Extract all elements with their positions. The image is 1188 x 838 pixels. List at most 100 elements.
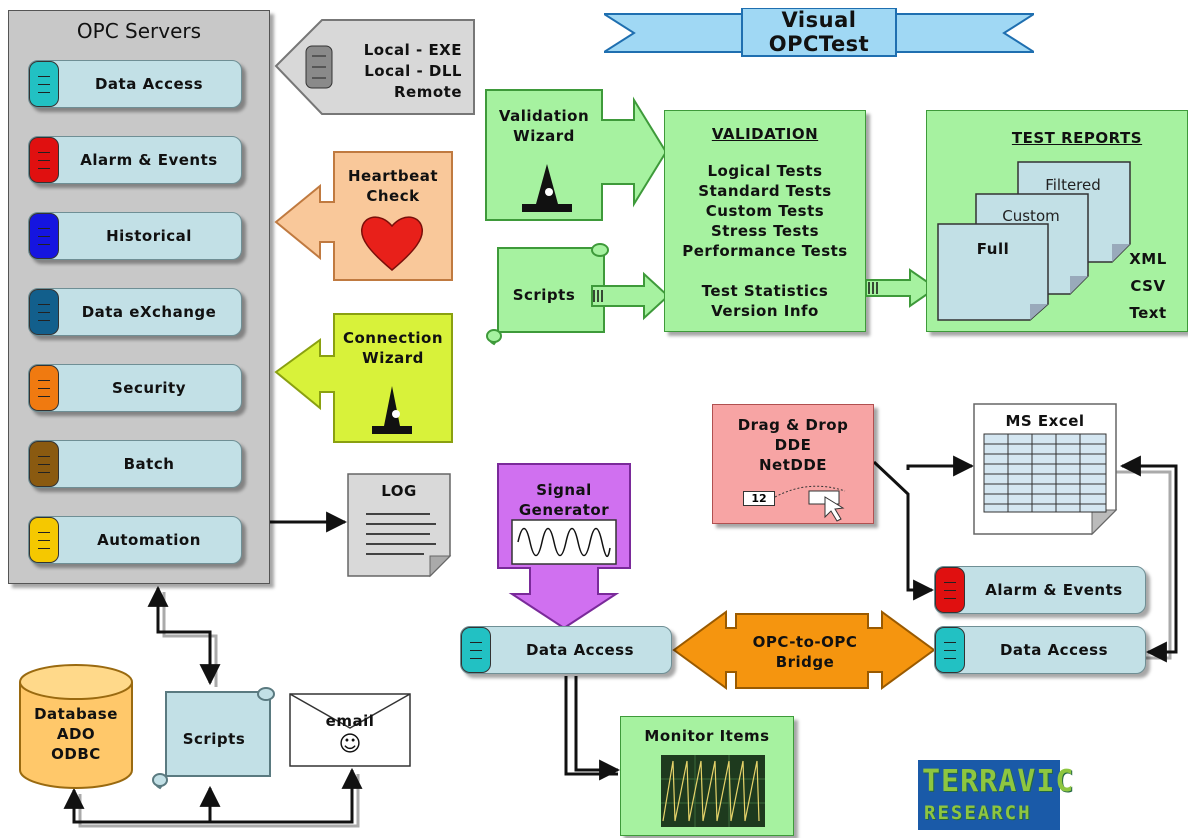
bridge-line1: OPC-to-OPC	[752, 633, 858, 651]
validation-extra: Test Statistics	[701, 282, 829, 300]
ms-excel-label: MS Excel	[1005, 412, 1085, 430]
alarm-events-right-label: Alarm & Events	[985, 581, 1123, 599]
dragdrop-line3: NetDDE	[758, 456, 828, 474]
format-xml: XML	[1129, 250, 1167, 268]
report-filtered: Filtered	[1045, 176, 1101, 194]
server-cap-icon	[29, 213, 59, 259]
smiley-icon: ☺	[338, 732, 362, 757]
ms-excel-document[interactable]	[972, 402, 1122, 536]
log-document[interactable]	[346, 472, 456, 578]
scripts-bottom-scroll[interactable]	[148, 684, 276, 792]
validation-extra: Version Info	[711, 302, 819, 320]
data-access-left-pill[interactable]: Data Access	[460, 626, 672, 674]
report-pages	[937, 161, 1131, 321]
monitor-items-box[interactable]: Monitor Items	[620, 716, 794, 836]
server-item-label: Automation	[97, 531, 201, 549]
logo-line2: RESEARCH	[924, 802, 1032, 824]
validation-wizard-box[interactable]	[484, 88, 668, 224]
dde-to-alarm-arrow	[872, 460, 935, 601]
server-cap-icon	[29, 289, 59, 335]
validation-test: Custom Tests	[705, 202, 825, 220]
server-cap-icon	[29, 365, 59, 411]
drag-drop-box[interactable]: Drag & Drop DDE NetDDE 12	[712, 404, 874, 524]
server-item-label: Alarm & Events	[80, 151, 218, 169]
locality-arrow	[274, 19, 475, 115]
validation-wizard-label: Validation Wizard	[486, 106, 602, 146]
report-formats: XML CSV Text	[1120, 246, 1176, 327]
monitor-items-label: Monitor Items	[644, 727, 770, 745]
dragdrop-line2: DDE	[774, 436, 812, 454]
connection-wizard-box[interactable]	[272, 312, 456, 446]
server-item-security[interactable]: Security	[28, 364, 242, 412]
heartbeat-box[interactable]	[272, 150, 456, 284]
server-item-data-exchange[interactable]: Data eXchange	[28, 288, 242, 336]
data-access-right-pill[interactable]: Data Access	[934, 626, 1146, 674]
server-item-label: Security	[111, 379, 187, 397]
validation-wizard-line1: Validation	[498, 107, 590, 125]
heartbeat-line2: Check	[366, 187, 420, 205]
panel-heading: OPC Servers	[76, 19, 202, 43]
validation-test: Performance Tests	[682, 242, 848, 260]
opc-bridge-label: OPC-to-OPC Bridge	[740, 632, 870, 672]
validation-test: Standard Tests	[698, 182, 832, 200]
format-text: Text	[1129, 304, 1167, 322]
alarm-events-right-pill[interactable]: Alarm & Events	[934, 566, 1146, 614]
server-item-data-access[interactable]: Data Access	[28, 60, 242, 108]
server-item-automation[interactable]: Automation	[28, 516, 242, 564]
report-full: Full	[976, 240, 1010, 258]
server-item-batch[interactable]: Batch	[28, 440, 242, 488]
database-line3: ODBC	[51, 745, 101, 763]
format-csv: CSV	[1130, 277, 1166, 295]
report-custom: Custom	[1002, 207, 1060, 225]
dragdrop-line1: Drag & Drop	[737, 416, 849, 434]
locality-label: Local - EXE Local - DLL Remote	[340, 40, 462, 103]
connection-wizard-label: Connection Wizard	[334, 328, 452, 368]
locality-remote: Remote	[393, 83, 462, 101]
email-label: email	[325, 712, 375, 730]
database-line1: Database	[34, 705, 118, 723]
validation-to-reports-arrow	[866, 268, 938, 308]
page-title: Visual OPCTest	[768, 8, 870, 56]
oscilloscope-icon	[661, 755, 765, 827]
database-label: Database ADO ODBC	[20, 704, 132, 764]
server-cap-icon	[935, 567, 965, 613]
locality-dll: Local - DLL	[364, 62, 462, 80]
server-cap-icon	[29, 137, 59, 183]
panel-scripts-arrow	[147, 585, 221, 686]
scripts-top-scroll[interactable]	[482, 240, 672, 348]
server-item-label: Batch	[123, 455, 175, 473]
signal-line1: Signal	[536, 481, 592, 499]
data-access-left-label: Data Access	[525, 641, 634, 659]
scripts-bottom-label: Scripts	[182, 730, 246, 748]
server-item-alarm-events[interactable]: Alarm & Events	[28, 136, 242, 184]
database-email-bus	[63, 767, 363, 824]
server-cap-icon	[29, 441, 59, 487]
heartbeat-line1: Heartbeat	[347, 167, 439, 185]
email-envelope-icon[interactable]	[288, 692, 412, 770]
server-item-label: Data Access	[94, 75, 203, 93]
log-label: LOG	[381, 482, 417, 500]
signal-generator-label: Signal Generator	[498, 480, 630, 520]
heartbeat-label: Heartbeat Check	[334, 166, 452, 206]
da-to-monitor-arrow	[574, 676, 621, 781]
signal-generator-box[interactable]	[496, 462, 636, 632]
server-item-label: Historical	[106, 227, 192, 245]
validation-box: VALIDATION Logical Tests Standard Tests …	[664, 110, 866, 332]
connection-line1: Connection	[342, 329, 444, 347]
database-cylinder[interactable]	[16, 662, 136, 792]
connection-line2: Wizard	[362, 349, 424, 367]
server-cap-icon	[461, 627, 491, 673]
heart-icon	[360, 216, 424, 271]
terravic-logo: TERRAVIC RESEARCH	[918, 760, 1164, 832]
database-line2: ADO	[56, 725, 96, 743]
server-item-historical[interactable]: Historical	[28, 212, 242, 260]
validation-wizard-line2: Wizard	[513, 127, 575, 145]
validation-heading: VALIDATION	[711, 125, 819, 143]
spreadsheet-grid-icon	[983, 433, 1107, 513]
server-cap-icon	[935, 627, 965, 673]
bridge-line2: Bridge	[775, 653, 835, 671]
drag-pointer-icon	[774, 485, 846, 522]
sine-wave-icon	[517, 527, 611, 557]
signal-line2: Generator	[518, 501, 610, 519]
